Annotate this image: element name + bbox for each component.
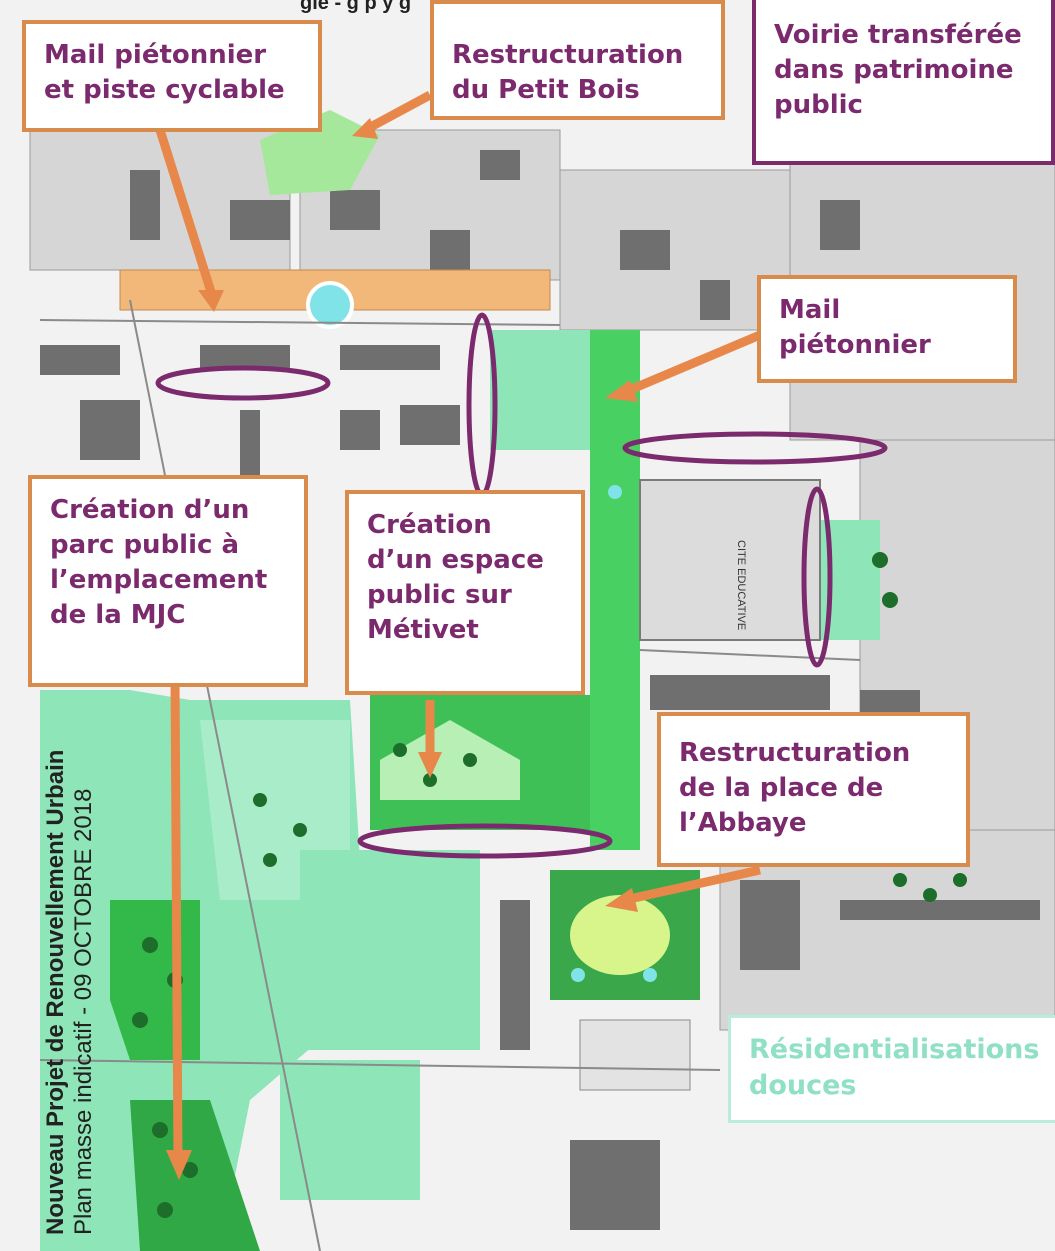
callout-mail-pieton: Mail piétonnier xyxy=(757,275,1017,383)
callout-mail-pieton-cyclable: Mail piétonnier et piste cyclable xyxy=(22,20,322,132)
plan-date-line: Plan masse indicatif - 09 OCTOBRE 2018 xyxy=(69,788,97,1235)
plan-vertical-caption: Nouveau Projet de Renouvellement Urbain … xyxy=(42,750,97,1235)
callout-espace-public: Création d’un espace public sur Métivet xyxy=(345,490,585,695)
plan-title-line: Nouveau Projet de Renouvellement Urbain xyxy=(42,749,69,1235)
page-title-partial: gle - g p y g xyxy=(300,0,412,14)
callout-parc-public: Création d’un parc public à l’emplacemen… xyxy=(28,475,308,687)
cite-educative-label: CITE EDUCATIVE xyxy=(735,540,747,630)
callout-voirie: Voirie transférée dans patrimoine public xyxy=(752,0,1055,165)
callout-residentialisations: Résidentialisations douces xyxy=(728,1015,1055,1123)
callout-petit-bois: Restructuration du Petit Bois xyxy=(430,0,725,120)
callout-place-abbaye: Restructuration de la place de l’Abbaye xyxy=(657,712,970,867)
